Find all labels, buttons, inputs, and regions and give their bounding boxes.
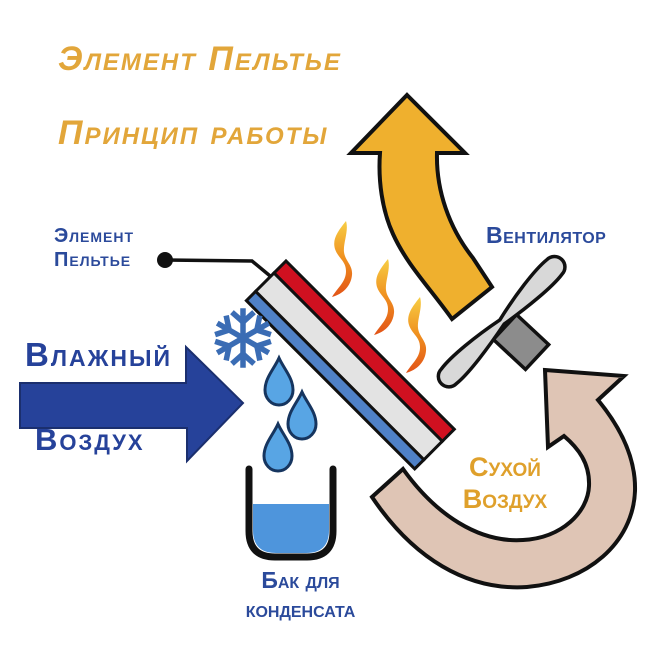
flame-icon (374, 259, 395, 335)
fan-label: Вентилятор (486, 222, 607, 248)
tank-walls (245, 465, 337, 561)
humid-air-arrow (19, 344, 245, 464)
fan-blade (436, 254, 567, 389)
hot-air-arrow (346, 92, 495, 322)
peltier-element-label: Элемент Пельтье (54, 224, 134, 272)
humid-air-label-line1: Влажный (25, 336, 173, 373)
dry-air-label: Сухой Воздух (425, 452, 585, 515)
condensate-tank-label-line2: конденсата (245, 596, 356, 623)
dry-air-label-line1: Сухой (469, 452, 541, 482)
condensate-tank-icon (245, 465, 337, 561)
humid-air-label-line2: Воздух (35, 422, 145, 457)
peltier-element-label-line2: Пельтье (54, 249, 132, 271)
peltier-module-icon (244, 258, 457, 472)
fan-propeller-icon (436, 254, 567, 389)
dry-air-label-line2: Воздух (462, 483, 548, 514)
water-drop-icon (262, 422, 294, 473)
peltier-element-label-line1: Элемент (54, 225, 135, 247)
water-drop-icon (286, 390, 318, 441)
water-drop-icons (262, 356, 318, 473)
tank-water (253, 504, 329, 553)
flame-icon (332, 221, 353, 297)
dry-air-arrow (369, 367, 638, 590)
peltier-cold-side (244, 289, 427, 472)
diagram-title-line2: Принцип работы (58, 114, 329, 152)
water-drop-icon (263, 356, 295, 407)
flame-icon (406, 297, 427, 373)
condensate-tank-label-line1: Бак для (261, 567, 340, 593)
leader-dot (157, 252, 173, 268)
diagram-title-line1: Элемент Пельтье (58, 40, 342, 78)
condensate-tank-label: Бак для конденсата (218, 566, 383, 625)
fan-motor (490, 312, 552, 372)
leader-line (157, 252, 283, 287)
snowflake-icon (214, 308, 272, 368)
